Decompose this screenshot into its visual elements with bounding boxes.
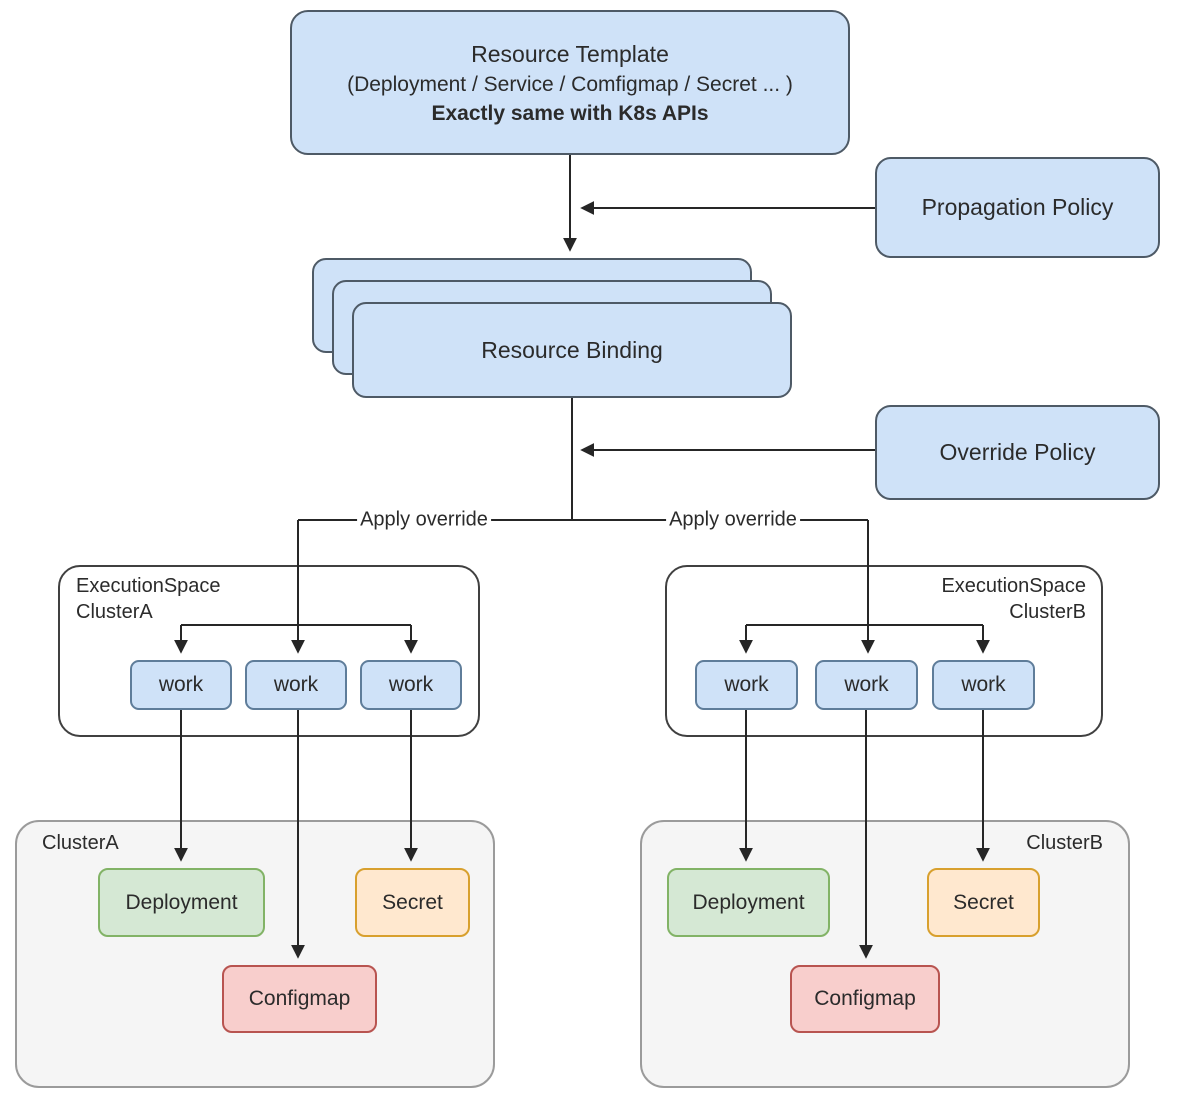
resource-binding-node: Resource Binding: [352, 302, 792, 398]
cluster-a-label: ClusterA: [42, 832, 119, 854]
resource-template-node: Resource Template (Deployment / Service …: [290, 10, 850, 155]
resource-binding-label: Resource Binding: [481, 336, 663, 363]
resource-template-title: Resource Template: [471, 40, 669, 67]
deployment-b-label: Deployment: [692, 890, 805, 914]
apply-override-label-right: Apply override: [666, 508, 800, 532]
work-a3-label: work: [388, 673, 434, 696]
secret-b-label: Secret: [953, 890, 1014, 914]
work-b1-label: work: [724, 673, 769, 696]
secret-node-b: Secret: [927, 868, 1040, 937]
configmap-b-label: Configmap: [814, 987, 916, 1010]
propagation-policy-node: Propagation Policy: [875, 157, 1160, 258]
deployment-node-a: Deployment: [98, 868, 265, 937]
override-policy-node: Override Policy: [875, 405, 1160, 500]
secret-a-label: Secret: [382, 890, 443, 914]
override-policy-label: Override Policy: [939, 439, 1096, 465]
work-node-b3: work: [932, 660, 1035, 710]
configmap-node-a: Configmap: [222, 965, 377, 1033]
execution-space-b-line2: ClusterB: [1009, 601, 1086, 623]
work-a1-label: work: [158, 673, 204, 696]
execution-space-a-line2: ClusterA: [76, 601, 153, 623]
work-a2-label: work: [273, 673, 319, 696]
work-b2-label: work: [844, 673, 889, 696]
work-b3-label: work: [961, 673, 1006, 696]
resource-template-subtitle: (Deployment / Service / Comfigmap / Secr…: [347, 72, 793, 96]
work-node-a1: work: [130, 660, 232, 710]
work-node-b2: work: [815, 660, 918, 710]
configmap-a-label: Configmap: [248, 987, 351, 1010]
propagation-policy-label: Propagation Policy: [921, 194, 1114, 220]
apply-override-label-left: Apply override: [357, 508, 491, 532]
work-node-a2: work: [245, 660, 347, 710]
cluster-b-label: ClusterB: [1026, 832, 1103, 854]
cluster-a-box: [15, 820, 495, 1088]
resource-template-note: Exactly same with K8s APIs: [431, 101, 709, 125]
deployment-node-b: Deployment: [667, 868, 830, 937]
execution-space-a-line1: ExecutionSpace: [76, 575, 221, 597]
deployment-a-label: Deployment: [125, 890, 238, 914]
configmap-node-b: Configmap: [790, 965, 940, 1033]
cluster-b-box: [640, 820, 1130, 1088]
secret-node-a: Secret: [355, 868, 470, 937]
execution-space-b-line1: ExecutionSpace: [941, 575, 1086, 597]
work-node-a3: work: [360, 660, 462, 710]
work-node-b1: work: [695, 660, 798, 710]
